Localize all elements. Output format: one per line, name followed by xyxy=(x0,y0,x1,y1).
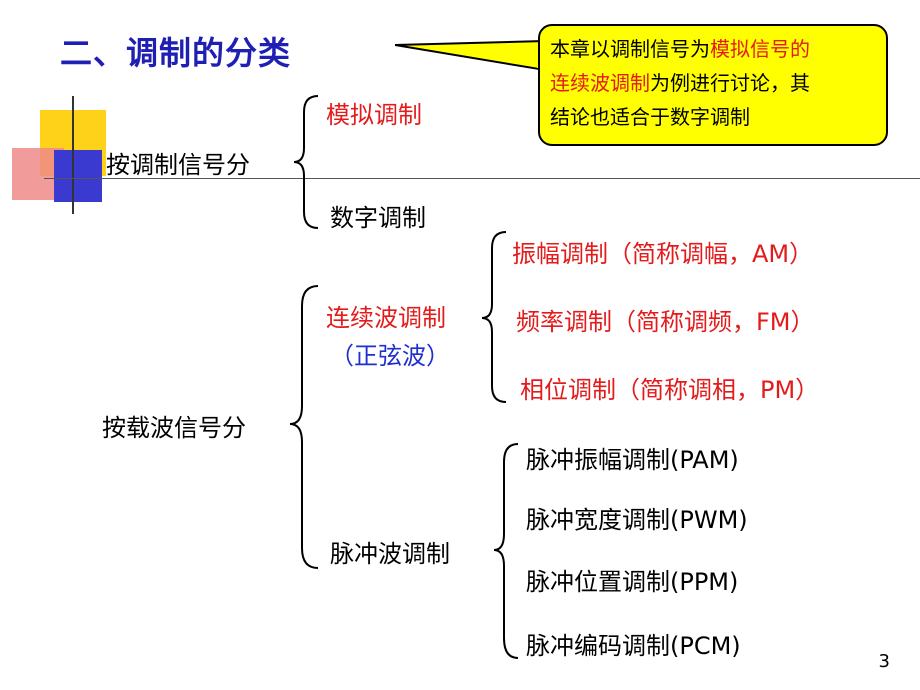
brace-continuous xyxy=(481,231,507,403)
brace-pulse xyxy=(493,443,519,659)
item-ppm: 脉冲位置调制(PPM) xyxy=(526,568,739,596)
brace-signal xyxy=(293,95,319,229)
item-continuous-wave-note: （正弦波） xyxy=(330,342,450,370)
item-pam: 脉冲振幅调制(PAM) xyxy=(526,446,739,474)
item-pulse-wave: 脉冲波调制 xyxy=(330,540,450,568)
item-am: 振幅调制（简称调幅，AM） xyxy=(512,240,814,268)
callout-note: 本章以调制信号为模拟信号的 连续波调制为例进行讨论，其 结论也适合于数字调制 xyxy=(538,24,888,146)
item-continuous-wave: 连续波调制 xyxy=(326,304,446,332)
callout-pointer xyxy=(395,40,546,72)
item-pwm: 脉冲宽度调制(PWM) xyxy=(526,506,748,534)
item-analog-modulation: 模拟调制 xyxy=(326,101,422,129)
deco-line-vertical xyxy=(72,96,74,214)
brace-carrier xyxy=(289,285,319,569)
item-fm: 频率调制（简称调频，FM） xyxy=(516,308,815,336)
callout-highlight: 模拟信号的 xyxy=(710,37,810,61)
callout-text: 为例进行讨论，其 xyxy=(650,71,810,95)
category-by-signal: 按调制信号分 xyxy=(106,151,250,179)
page-number: 3 xyxy=(878,651,890,672)
callout-text: 结论也适合于数字调制 xyxy=(550,105,750,129)
item-pm: 相位调制（简称调相，PM） xyxy=(520,376,820,404)
page-title: 二、调制的分类 xyxy=(60,34,292,72)
callout-highlight: 连续波调制 xyxy=(550,71,650,95)
item-digital-modulation: 数字调制 xyxy=(330,204,426,232)
deco-line-horizontal xyxy=(44,178,920,179)
callout-text: 本章以调制信号为 xyxy=(550,37,710,61)
item-pcm: 脉冲编码调制(PCM) xyxy=(526,632,741,660)
category-by-carrier: 按载波信号分 xyxy=(102,414,246,442)
deco-square-blue xyxy=(54,150,102,202)
